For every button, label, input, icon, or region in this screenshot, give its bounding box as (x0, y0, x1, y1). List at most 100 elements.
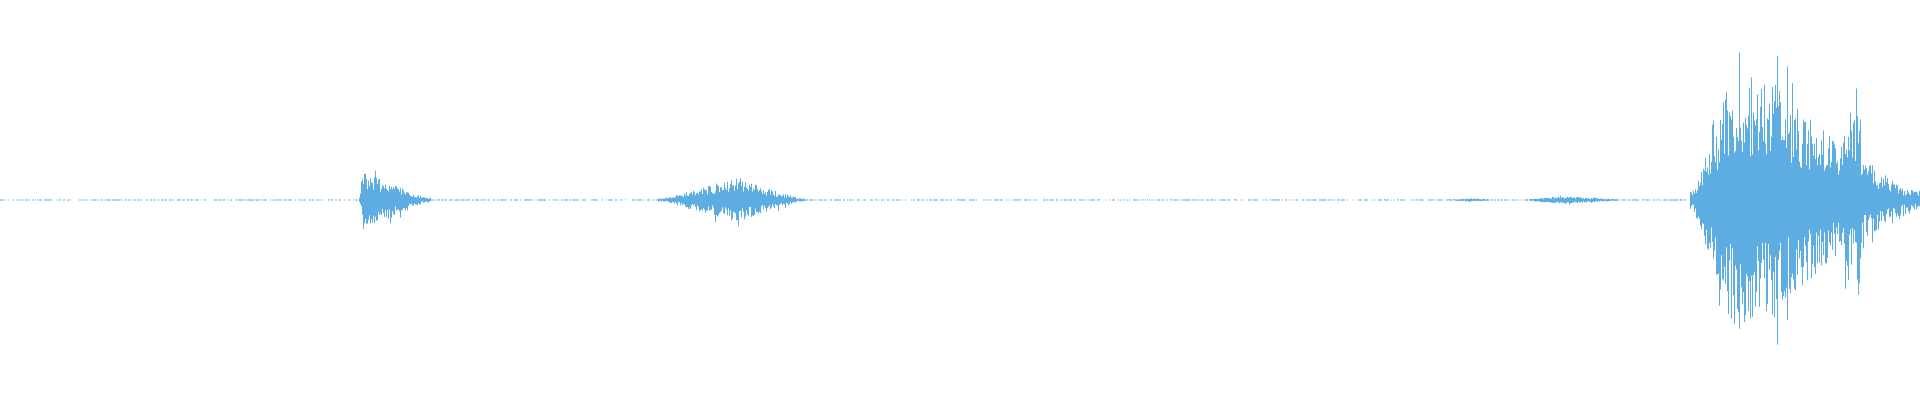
waveform-sample (1632, 199, 1633, 201)
waveform-sample (282, 199, 283, 201)
waveform-sample (555, 199, 556, 201)
waveform-sample (47, 199, 48, 201)
waveform-sample (1584, 198, 1585, 203)
waveform-sample (1747, 128, 1748, 277)
waveform-sample (1192, 199, 1193, 201)
waveform-sample (498, 199, 499, 201)
waveform-sample (768, 189, 769, 207)
waveform-sample (1741, 140, 1742, 288)
waveform-sample (151, 199, 152, 201)
waveform-sample (597, 199, 598, 201)
waveform-sample (1316, 199, 1317, 201)
waveform-sample (1386, 199, 1387, 201)
waveform-sample (1075, 199, 1076, 201)
waveform-sample (1453, 199, 1454, 201)
waveform-sample (770, 194, 771, 210)
waveform-sample (718, 185, 719, 216)
waveform-sample (919, 199, 920, 201)
waveform-sample (348, 199, 349, 201)
waveform-sample (1513, 199, 1514, 201)
waveform-sample (911, 199, 912, 201)
waveform-sample (27, 199, 28, 201)
waveform-sample (610, 199, 611, 201)
waveform-sample (1777, 55, 1778, 345)
waveform-sample (377, 183, 378, 220)
waveform-sample (1477, 198, 1478, 201)
waveform-sample (1714, 156, 1715, 251)
waveform-sample (1556, 198, 1557, 203)
waveform-sample (1897, 185, 1898, 214)
waveform-sample (1638, 199, 1639, 201)
waveform-sample (1423, 199, 1424, 201)
waveform-sample (811, 199, 812, 201)
waveform-sample (1867, 174, 1868, 236)
waveform-sample (517, 199, 518, 201)
waveform-sample (483, 199, 484, 201)
waveform-sample (1422, 199, 1423, 201)
waveform-sample (937, 199, 938, 201)
waveform-sample (1484, 198, 1485, 201)
waveform-sample (1738, 140, 1739, 312)
waveform-sample (1211, 199, 1212, 201)
waveform-sample (1876, 185, 1877, 230)
waveform-sample (227, 199, 228, 201)
waveform-sample (936, 199, 937, 201)
waveform-sample (1795, 118, 1796, 291)
waveform-sample (409, 194, 410, 204)
waveform-sample (917, 199, 918, 201)
waveform-sample (484, 199, 485, 201)
waveform-sample (946, 199, 947, 201)
waveform-sample (1494, 199, 1495, 201)
waveform-sample (577, 199, 578, 201)
waveform-sample (394, 188, 395, 215)
waveform-sample (1700, 182, 1701, 226)
waveform-sample (1669, 199, 1670, 201)
waveform-sample (83, 199, 84, 201)
waveform-sample (1718, 149, 1719, 274)
waveform-sample (1432, 199, 1433, 201)
waveform-sample (380, 191, 381, 214)
waveform-sample (367, 189, 368, 224)
waveform-sample (929, 199, 930, 201)
waveform-sample (1199, 199, 1200, 201)
waveform-sample (1800, 166, 1801, 252)
waveform-sample (851, 199, 852, 201)
waveform-sample (807, 199, 808, 201)
waveform-sample (350, 199, 351, 201)
waveform-sample (888, 199, 889, 201)
waveform-sample (1695, 189, 1696, 209)
waveform-sample (439, 199, 440, 201)
waveform-sample (1294, 199, 1295, 201)
waveform-sample (865, 199, 866, 201)
waveform-sample (1758, 150, 1759, 262)
waveform-sample (510, 199, 511, 201)
waveform-sample (1625, 199, 1626, 201)
waveform-sample (1624, 199, 1625, 201)
waveform-sample (1875, 181, 1876, 231)
waveform-sample (1792, 83, 1793, 274)
waveform-sample (871, 199, 872, 201)
waveform-sample (1549, 198, 1550, 203)
waveform-sample (1784, 139, 1785, 292)
waveform-sample (381, 189, 382, 216)
waveform-sample (1515, 199, 1516, 201)
waveform-sample (796, 198, 797, 202)
waveform-sample (370, 178, 371, 224)
waveform-sample (719, 192, 720, 213)
waveform-sample (1145, 199, 1146, 201)
waveform-sample (1850, 112, 1851, 230)
waveform-sample (1865, 165, 1866, 215)
waveform-sample (253, 199, 254, 201)
waveform-sample (1586, 197, 1587, 203)
waveform-sample (112, 199, 113, 201)
waveform-sample (135, 199, 136, 201)
waveform-sample (1901, 190, 1902, 207)
waveform-sample (1602, 198, 1603, 202)
waveform-sample (389, 185, 390, 210)
waveform-sample (525, 199, 526, 201)
waveform-sample (1033, 199, 1034, 201)
waveform-sample (1365, 199, 1366, 201)
waveform-sample (1824, 170, 1825, 233)
